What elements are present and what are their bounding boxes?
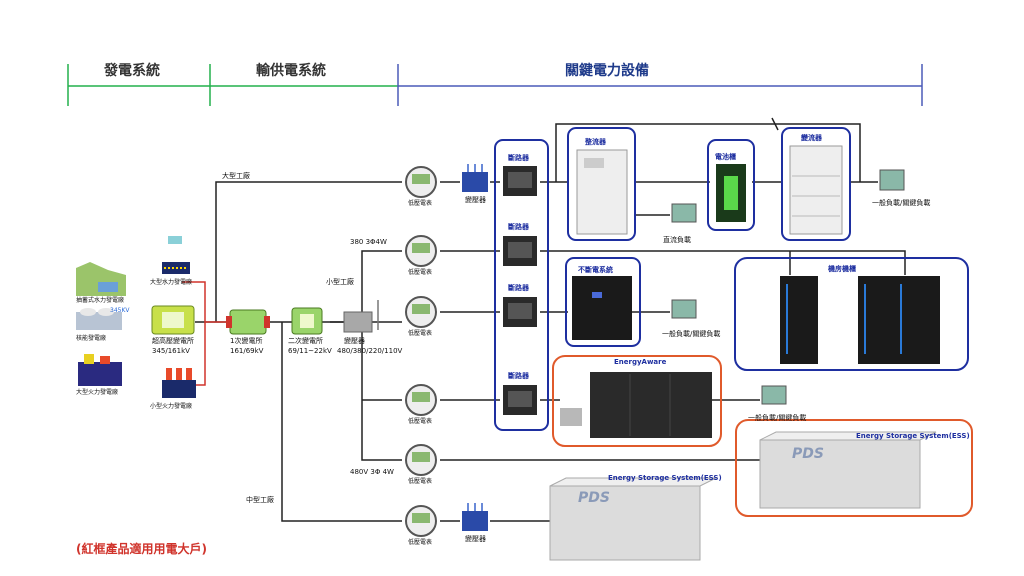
ess-brand-lower: PDS [578, 490, 610, 506]
ess-brand-upper: PDS [792, 446, 824, 462]
meter-4 [405, 384, 437, 416]
meter-label-3: 低壓電表 [408, 330, 433, 337]
section-header-lines [67, 64, 923, 106]
meter-label-1: 低壓電表 [408, 200, 433, 207]
energyaware-cabinet [560, 372, 712, 438]
meter-label-6: 低壓電表 [408, 539, 433, 546]
label-dc-load: 直流負載 [663, 236, 691, 244]
label-load-top: 一般負載/關鍵負載 [872, 199, 931, 207]
label-thermal-small: 小型火力發電廠 [150, 403, 193, 410]
label-large-factory: 大型工廠 [222, 172, 250, 180]
distribution-transformer [343, 300, 379, 333]
ess-frame [735, 419, 973, 517]
label-transformer-top: 變壓器 [465, 196, 486, 204]
inverter-cabinet [789, 145, 843, 235]
label-ess-lower: Energy Storage System(ESS) [608, 474, 722, 482]
ess-container-upper [759, 431, 937, 509]
breakers [503, 166, 537, 415]
label-uhv-voltage: 345/161kV [152, 347, 190, 355]
inverter-frame [781, 127, 851, 241]
label-transformer: 變壓器 [344, 337, 365, 345]
ups-frame [565, 257, 641, 347]
label-v380: 380 3Φ4W [350, 238, 387, 246]
label-transformer-voltage: 480/380/220/110V [337, 347, 403, 355]
red-lines [182, 281, 230, 386]
label-thermal-large: 大型火力發電廠 [76, 389, 119, 396]
wiring [195, 117, 906, 522]
label-line-voltage: 345KV [110, 307, 130, 314]
label-medium-factory: 中型工廠 [246, 496, 274, 504]
meter-6 [405, 505, 437, 537]
section-transmission: 輸供電系統 [256, 63, 326, 79]
meter-1 [405, 166, 437, 198]
thermal-small-plant [162, 368, 196, 398]
meter-3 [405, 296, 437, 328]
datacenter-racks [780, 276, 940, 364]
label-load-ea: 一般負載/關鍵負載 [748, 414, 807, 422]
label-secondary: 二次變電所 [288, 337, 323, 345]
label-battery: 電池櫃 [715, 153, 736, 161]
label-load-ups: 一般負載/關鍵負載 [662, 330, 721, 338]
red-frame-note: (紅框產品適用用電大戶) [76, 542, 207, 556]
energyaware-frame [552, 355, 722, 447]
loads [671, 169, 905, 405]
meter-2 [405, 235, 437, 267]
battery-frame [707, 139, 755, 231]
label-secondary-voltage: 69/11~22kV [288, 347, 332, 355]
label-primary-voltage: 161/69kV [230, 347, 264, 355]
label-nuclear: 核能發電廠 [76, 335, 107, 342]
label-inverter: 變流器 [801, 134, 822, 142]
rectifier-frame [567, 127, 636, 241]
label-energyaware: EnergyAware [614, 358, 667, 366]
blue-frames [494, 127, 969, 431]
section-generation: 發電系統 [104, 63, 160, 79]
label-breaker-1: 斷路器 [508, 154, 529, 162]
hydro-large-plant [162, 236, 190, 274]
label-datacenter: 機房機櫃 [828, 265, 856, 273]
label-hydro-large: 大型水力發電廠 [150, 279, 193, 286]
uhv-substation [151, 305, 195, 335]
red-frames [552, 355, 973, 517]
datacenter-frame [734, 257, 969, 371]
primary-substation [226, 309, 270, 335]
meter-label-2: 低壓電表 [408, 269, 433, 276]
nuclear-plant [76, 308, 122, 330]
label-breaker-2: 斷路器 [508, 223, 529, 231]
label-ups: 不斷電系統 [578, 266, 613, 274]
label-primary: 1次變電所 [230, 337, 263, 345]
pumped-hydro-plant [76, 262, 126, 296]
ess-container-lower [549, 477, 717, 561]
label-uhv: 超高壓變電所 [152, 337, 194, 345]
label-breaker-3: 斷路器 [508, 284, 529, 292]
breaker-frame [494, 139, 549, 431]
label-rectifier: 整流器 [585, 138, 606, 146]
label-breaker-4: 斷路器 [508, 372, 529, 380]
label-ess-upper: Energy Storage System(ESS) [856, 432, 970, 440]
section-critical: 關鍵電力設備 [565, 63, 649, 79]
rectifier-cabinet [576, 149, 628, 235]
secondary-substation [291, 307, 323, 335]
label-pumped-hydro: 抽蓄式水力發電廠 [76, 297, 125, 304]
label-transformer-bottom: 變壓器 [465, 535, 486, 543]
meter-label-4: 低壓電表 [408, 418, 433, 425]
meter-5 [405, 444, 437, 476]
thermal-large-plant [78, 354, 122, 386]
transformer-icon-top [462, 164, 488, 192]
label-small-factory: 小型工廠 [326, 278, 354, 286]
transformer-icon-bottom [462, 503, 488, 531]
ups-cabinet [572, 276, 632, 340]
label-v480: 480V 3Φ 4W [350, 468, 394, 476]
meter-label-5: 低壓電表 [408, 478, 433, 485]
battery-cabinet [716, 164, 746, 222]
meters [405, 166, 437, 537]
